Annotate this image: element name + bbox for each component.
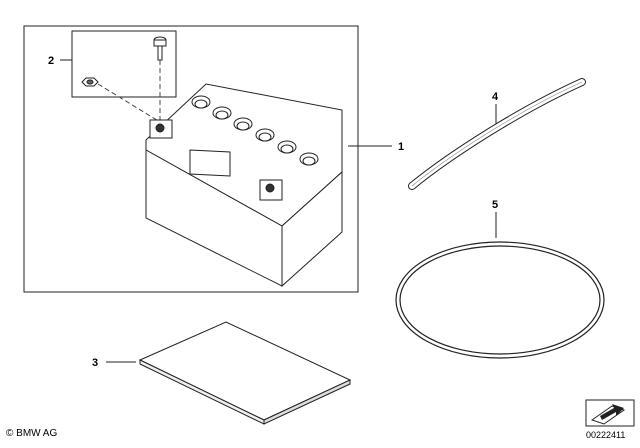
callout-1-label: 1 [398,141,404,153]
battery-terminal-positive [259,179,283,201]
screw-set-frame [71,30,177,98]
retaining-band [395,241,605,359]
terminal-nut [81,77,99,87]
battery-pad [138,321,352,425]
battery-group-frame [23,25,359,293]
copyright-notice: © BMW AG [6,428,58,439]
diagram-number: 00222411 [586,430,626,440]
callout-5-label: 5 [492,199,498,211]
callout-3-label: 3 [92,357,98,369]
terminal-screw [153,36,167,61]
battery-terminal-negative [149,119,173,139]
callout-2-label: 2 [48,55,54,67]
vent-hose [408,78,586,190]
parts-assembly-arrow-icon [585,399,635,427]
battery [145,83,343,288]
nut-assembly-line [97,83,161,123]
callout-4-label: 4 [492,91,499,103]
